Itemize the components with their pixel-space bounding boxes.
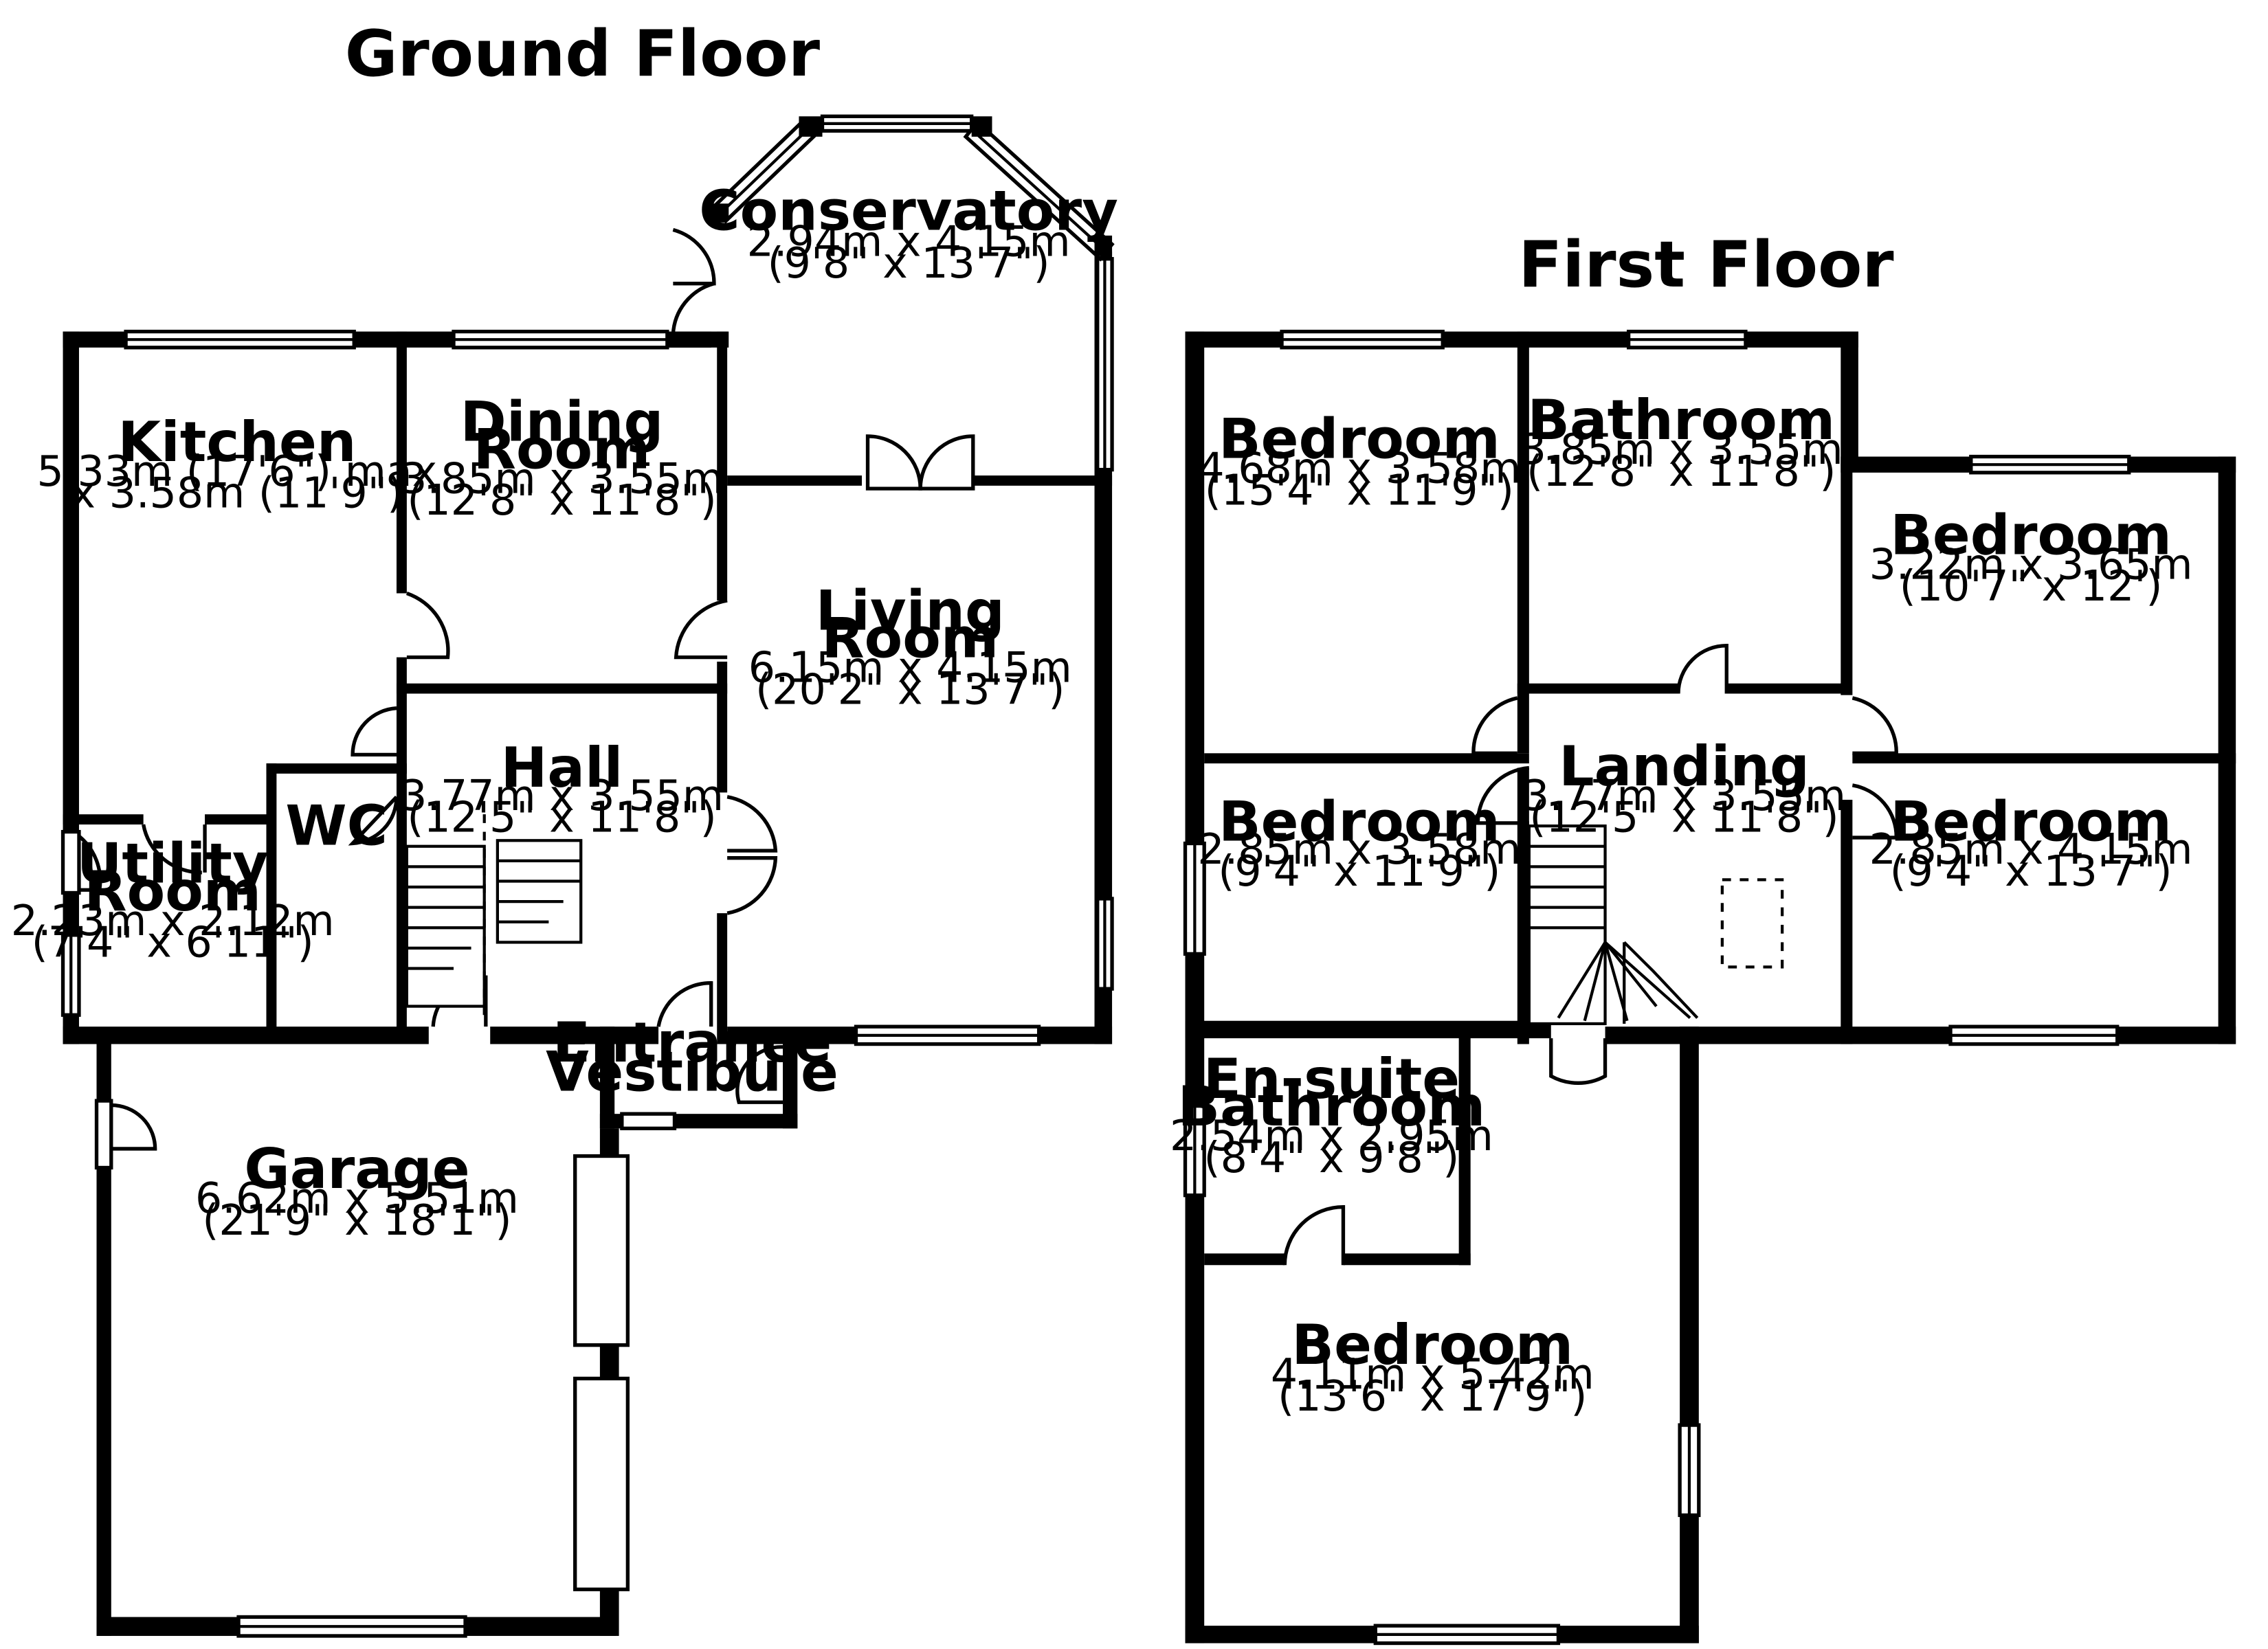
bedroom-3-metric: 2.85m x 3.58m [1197,824,1521,874]
ensuite-metric: 2.54m x 2.95m [1170,1111,1493,1160]
bedroom-4-imperial: (9'4" x 13'7") [1890,846,2172,896]
utility-room-name-line2: Room [84,860,261,924]
kitchen-metric: 5.33m (17'6") max [37,447,438,496]
bedroom-5-metric: 4.11m x 5.42m [1271,1349,1594,1399]
kitchen-imperial: x 3.58m (11'9") [71,469,404,518]
kitchen-name: Kitchen [118,410,356,475]
first-floor-title: First Floor [1518,227,1893,302]
bedroom-1-name: Bedroom [1219,407,1500,472]
bedroom-2-imperial: (10'7" x 12') [1900,561,2163,611]
bathroom-imperial: (12'8" x 11'8") [1526,447,1836,496]
ground-floor-windows [60,114,1114,1638]
conservatory-frame [711,116,1115,262]
ground-floor-stairs [405,814,583,1018]
ground-floor-title: Ground Floor [345,16,820,91]
ensuite-name-line2: Bathroom [1177,1075,1485,1139]
dining-room-metric: 3.85m x 3.55m [400,454,724,504]
entrance-vestibule-name-line2: Vestibule [546,1040,838,1105]
first-floor-doors [1282,644,1898,1266]
utility-room-metric: 2.23m x 2.12m [11,896,335,945]
ensuite-imperial: (8'4" x 9'8") [1204,1133,1460,1182]
first-floor-windows [1183,329,2131,1646]
bedroom-4-name: Bedroom [1890,790,2172,855]
hall-imperial: (12'5" x 11'8") [407,793,716,842]
dining-room-imperial: (12'8" x 11'8") [407,475,716,525]
bedroom-3-imperial: (9'4" x 11'9") [1218,846,1500,896]
living-room-metric: 6.15m x 4.15m [748,643,1072,693]
garage-imperial: (21'9" x 18'1") [202,1196,511,1245]
bedroom-1-metric: 4.68m x 3.58m [1197,444,1521,493]
living-room-name-line1: Living [816,579,1005,644]
dining-room-name-line2: Room [474,418,651,482]
conservatory-name: Conservatory [699,179,1118,244]
utility-room-name-line1: Utility [77,832,269,897]
utility-room-imperial: (7'4" x 6'11") [32,918,314,967]
garage-name: Garage [244,1137,469,1202]
wc-name: WC [285,794,388,859]
living-room-imperial: (20'2" x 13'7") [755,665,1065,715]
hall-metric: 3.77m x 3.55m [400,771,724,820]
bedroom-5-imperial: (13'6" x 17'9") [1278,1371,1587,1421]
bedroom-1-imperial: (15'4" x 11'9") [1205,466,1514,515]
bedroom-2-metric: 3.22m x 3.65m [1869,539,2193,589]
hall-name: Hall [501,736,623,800]
living-room-name-line2: Room [821,607,999,671]
landing-metric: 3.77m x 3.55m [1522,771,1846,820]
bedroom-5-name: Bedroom [1291,1313,1573,1378]
bedroom-4-metric: 2.85m x 4.15m [1869,824,2193,874]
conservatory-metric: 2.94m x 4.15m [747,217,1071,267]
ensuite-name-line1: En-suite [1203,1047,1460,1112]
landing-name: Landing [1559,734,1810,799]
bathroom-metric: 3.85m x 3.55m [1520,425,1843,474]
bathroom-name: Bathroom [1527,388,1835,453]
first-floor-stairs [1527,824,1784,1026]
landing-imperial: (12'5" x 11'8") [1529,793,1838,842]
dining-room-name-line1: Dining [460,390,664,454]
bedroom-3-name: Bedroom [1219,790,1500,855]
garage-metric: 6.62m x 5.51m [195,1174,519,1223]
entrance-vestibule-name-line1: Entrance [553,1011,832,1075]
conservatory-imperial: (9'8" x 13'7") [768,238,1050,288]
bedroom-2-name: Bedroom [1890,504,2172,568]
